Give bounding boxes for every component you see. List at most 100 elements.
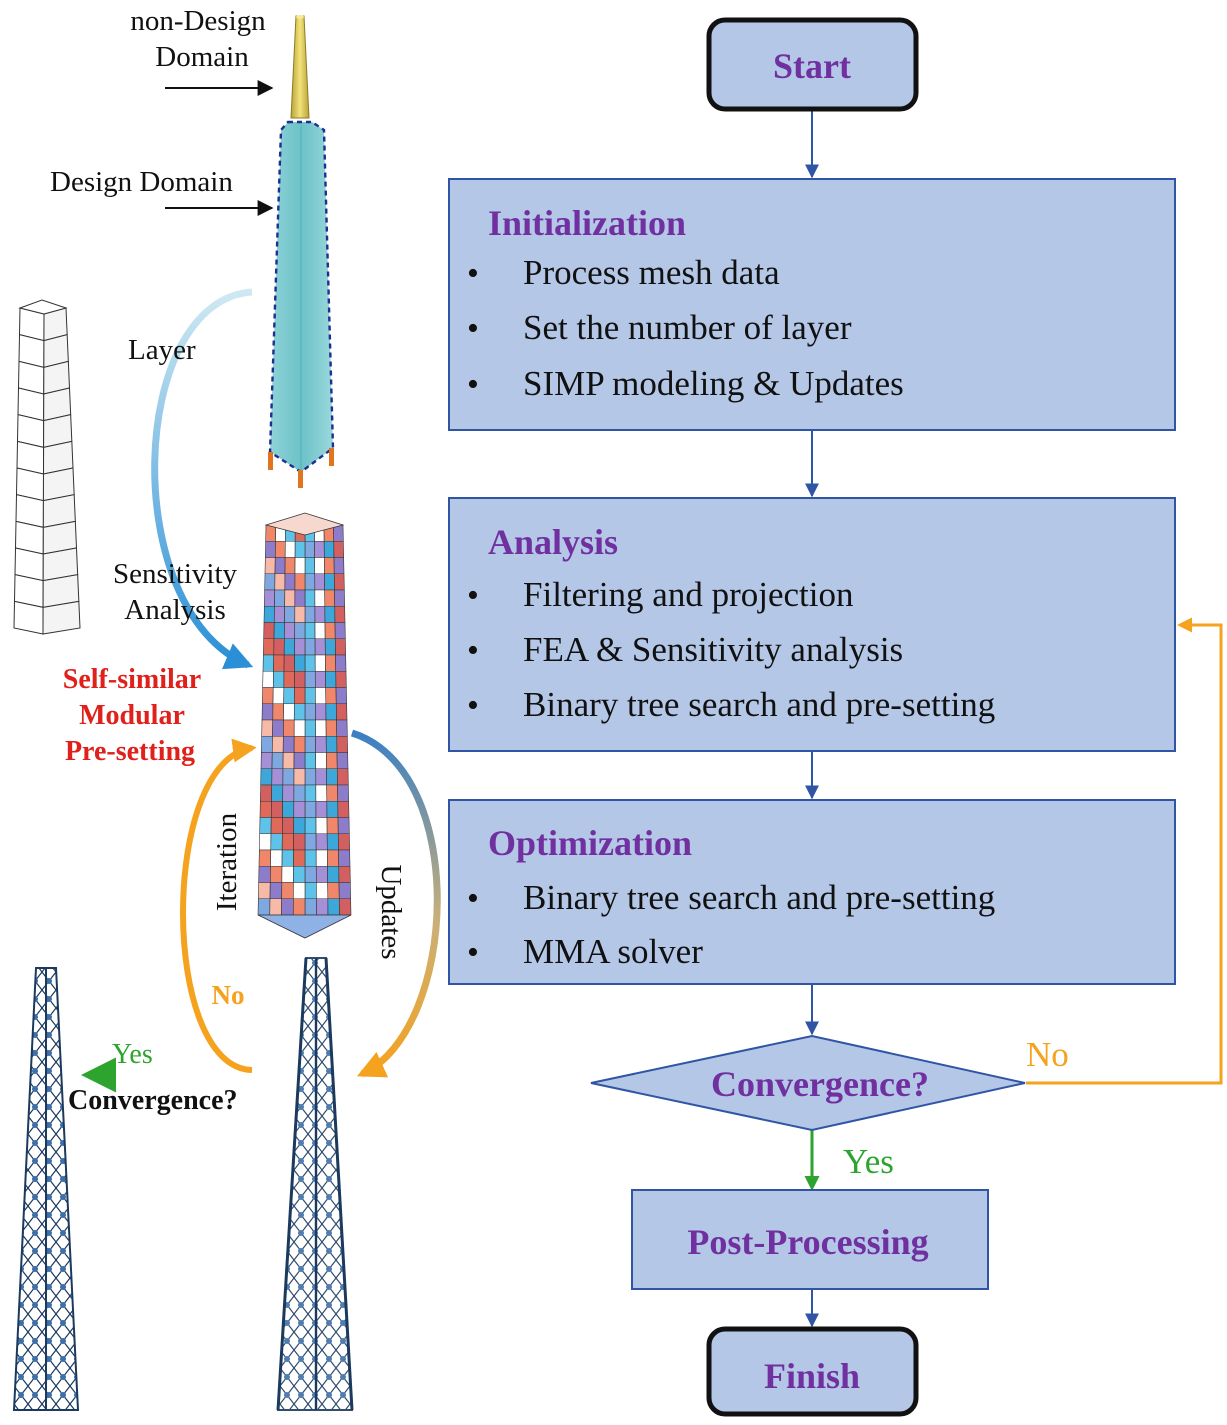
optimization-title: Optimization: [488, 823, 692, 863]
module-cell: [281, 898, 294, 916]
module-cell: [304, 752, 317, 770]
module-cell: [335, 654, 347, 672]
module-cell: [315, 833, 328, 851]
module-cell: [293, 817, 306, 835]
module-cell: [283, 654, 295, 672]
module-cell: [304, 768, 317, 786]
module-cell: [270, 833, 283, 851]
initialization-bullet: •: [467, 255, 479, 292]
module-cell: [269, 865, 283, 883]
module-cell: [326, 752, 338, 770]
initialization-bullet: •: [467, 310, 479, 347]
module-cell: [338, 865, 351, 883]
post-processing-label: Post-Processing: [687, 1222, 928, 1262]
initialization-item: Set the number of layer: [523, 308, 852, 347]
initialization-item: Process mesh data: [523, 253, 780, 292]
module-cell: [334, 638, 346, 656]
left-no-label: No: [212, 980, 245, 1010]
module-cell: [274, 557, 286, 575]
module-cell: [304, 573, 316, 591]
module-cell: [324, 557, 335, 575]
module-cell: [294, 589, 306, 607]
module-cell: [274, 573, 286, 591]
module-cell: [325, 735, 338, 753]
module-cell: [335, 687, 347, 705]
iteration-arrow: [180, 738, 257, 1073]
module-cell: [259, 800, 272, 818]
optimization-item: Binary tree search and pre-setting: [523, 878, 995, 917]
module-cell: [325, 687, 337, 705]
module-cell: [262, 670, 274, 688]
design-domain-tower: [268, 120, 335, 488]
module-cell: [315, 849, 328, 867]
module-cell: [324, 573, 335, 591]
module-cell: [337, 784, 349, 802]
module-cell: [304, 817, 317, 835]
non-design-domain-mast: [290, 15, 310, 119]
analysis-item: FEA & Sensitivity analysis: [523, 630, 903, 669]
module-bottom-face: [257, 914, 352, 939]
module-cell: [292, 898, 306, 916]
module-cell: [273, 605, 285, 623]
module-cell: [315, 865, 328, 883]
optimized-lattice-tower-left: [12, 967, 80, 1411]
module-cell: [327, 865, 340, 883]
sensitivity-label-line2: Analysis: [124, 594, 226, 626]
module-cell: [293, 735, 306, 753]
module-cell: [338, 849, 351, 867]
module-cell: [323, 540, 335, 558]
module-cell: [304, 589, 316, 607]
flowchart: Start Initialization • Process mesh data…: [448, 17, 1223, 1417]
finish-label: Finish: [764, 1356, 860, 1396]
module-cell: [315, 800, 328, 818]
module-cell: [338, 898, 352, 916]
module-cell: [282, 784, 295, 802]
module-cell: [271, 752, 284, 770]
left-yes-label: Yes: [112, 1039, 153, 1070]
optimization-bullet: •: [467, 934, 479, 971]
module-cell: [263, 605, 275, 623]
module-cell: [294, 670, 306, 688]
module-cell: [304, 703, 316, 721]
module-cell: [314, 589, 326, 607]
module-cell: [336, 719, 348, 737]
post-processing-box: [631, 1189, 989, 1290]
module-cell: [283, 719, 295, 737]
module-cell: [324, 622, 336, 640]
module-cell: [294, 638, 306, 656]
module-cell: [315, 752, 327, 770]
module-cell: [334, 589, 345, 607]
module-cell: [281, 833, 294, 851]
wireframe-top-face: [18, 299, 68, 315]
module-cell: [327, 898, 340, 916]
module-cell: [257, 898, 271, 916]
optimized-lattice-tower-right: [276, 957, 354, 1411]
module-cell: [262, 654, 275, 672]
module-cell: [272, 687, 285, 705]
module-cell: [314, 654, 326, 672]
updates-arrow: [350, 729, 441, 1078]
module-cell: [315, 735, 327, 753]
sensitivity-label-line1: Sensitivity: [113, 558, 238, 590]
module-cell: [259, 817, 272, 835]
wireframe-layer-face: [42, 600, 81, 635]
module-cell: [336, 735, 348, 753]
module-cell: [304, 687, 316, 705]
module-cell: [333, 573, 345, 591]
module-cell: [304, 849, 317, 867]
yes-label: Yes: [843, 1142, 894, 1181]
module-cell: [263, 622, 275, 640]
module-cell: [315, 719, 327, 737]
module-cell: [269, 882, 283, 900]
module-cell: [294, 573, 306, 591]
module-cell: [293, 833, 306, 851]
convergence-decision: [590, 1034, 1026, 1132]
module-cell: [272, 719, 284, 737]
optimization-bullet: •: [467, 880, 479, 917]
module-cell: [294, 654, 306, 672]
optimization-box: [448, 799, 1176, 985]
no-label: No: [1026, 1035, 1069, 1074]
module-cell: [281, 865, 294, 883]
module-cell: [258, 865, 271, 883]
